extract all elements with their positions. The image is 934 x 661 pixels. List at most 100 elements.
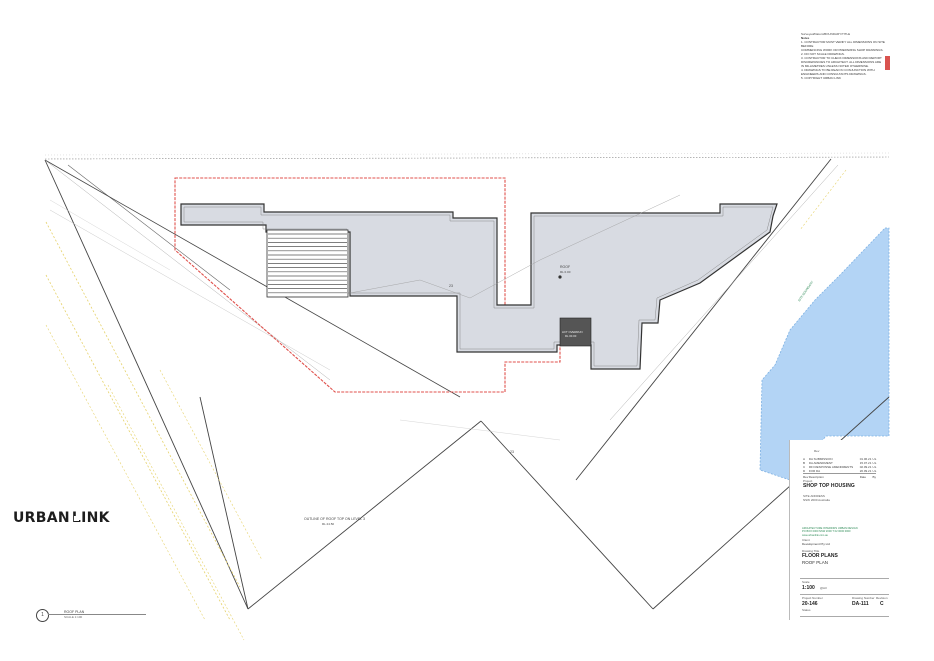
view-underline xyxy=(48,614,146,615)
note-line: 2. DO NOT SCALE DRAWINGS. xyxy=(801,52,845,56)
lift-overrun-label: LIFT OVERRUN xyxy=(562,330,583,334)
boundary-line-left-inner xyxy=(199,396,249,610)
dimension-label: 23 xyxy=(449,284,453,288)
note-line: 3. CONTRACTOR TO CHECK DIMENSIONS AND RE… xyxy=(801,56,882,60)
rev-code: B xyxy=(803,461,806,465)
rev-desc: DA SUBMISSION xyxy=(808,457,833,461)
rev-by: UL xyxy=(872,461,877,465)
lift-overrun-rl: RL 00.00 xyxy=(565,334,577,338)
rev-date: 01.06.21 xyxy=(859,457,872,461)
roof-footprint xyxy=(180,203,778,370)
col-by: By xyxy=(872,474,877,479)
drawing-subtitle: ROOF PLAN xyxy=(802,560,829,565)
boundary-line-mid-right xyxy=(480,420,654,610)
col-desc: Description xyxy=(808,474,824,479)
boundary-line-right xyxy=(652,396,890,610)
roof-label: ROOF xyxy=(560,265,571,269)
logo-text-left: URBAN xyxy=(13,510,70,526)
rev-code: A xyxy=(803,457,806,461)
firm-line: PO BOX 0000 NSW 2000 T 02 0000 0000 xyxy=(802,530,851,534)
rev-date: 20.09.21 xyxy=(859,469,872,473)
project-number-caption: Project Number xyxy=(802,596,823,600)
rev-date: 15.07.21 xyxy=(859,461,872,465)
rev-code: C xyxy=(803,465,806,469)
scale-size: @A3 xyxy=(820,586,827,590)
grid-line-2 xyxy=(49,199,171,271)
notes-header: Surveyed/Datum/BOUNDARY/TITLE xyxy=(801,32,851,36)
drawing-number-caption: Drawing Number xyxy=(852,596,875,600)
general-notes: Surveyed/Datum/BOUNDARY/TITLE Notes 1. C… xyxy=(801,32,891,80)
grid-line-1 xyxy=(49,209,331,371)
rev-desc: FOR DA xyxy=(808,469,821,473)
client-caption: Client xyxy=(802,538,810,542)
view-number-circle: 1 xyxy=(36,609,49,622)
rev-by: UL xyxy=(872,469,877,473)
roof-point-marker xyxy=(558,275,562,279)
setback-line-6 xyxy=(799,169,847,231)
level3-roof-outline xyxy=(174,177,561,393)
notes-stamp xyxy=(885,56,890,70)
rev-by: UL xyxy=(872,465,877,469)
revision-columns: Rev Description Date By xyxy=(803,473,877,479)
revision-value: C xyxy=(880,601,884,607)
title-block-divider xyxy=(800,578,889,579)
water-region xyxy=(759,227,890,481)
site-address-2: NSW 2000 Australia xyxy=(803,498,830,502)
col-date: Date xyxy=(859,474,867,479)
stair-hatch xyxy=(266,229,349,298)
outline-note-rl: RL 24.50 xyxy=(322,522,335,526)
drawing-title: FLOOR PLANS xyxy=(802,553,838,559)
client-name: Development Pty Ltd xyxy=(802,542,830,546)
col-rev: Rev xyxy=(803,474,809,479)
firm-line: ARCHITECTURE INTERIORS URBAN DESIGN xyxy=(802,527,858,530)
note-line: IN MILLIMETRES UNLESS NOTED OTHERWISE. xyxy=(801,64,869,68)
note-line: 1. CONTRACTOR MUST VERIFY ALL DIMENSIONS… xyxy=(801,40,885,48)
setback-line-1 xyxy=(45,221,241,588)
rev-desc: RFI RESPONSE AMENDMENTS xyxy=(808,465,854,469)
setback-line-4 xyxy=(107,384,245,641)
dimension-label: 23 xyxy=(510,450,514,454)
lift-overrun-block xyxy=(559,317,592,347)
revision-row: D FOR DA 20.09.21 UL xyxy=(803,469,876,473)
view-name: ROOF PLAN xyxy=(64,610,85,614)
view-scale: SCALE 1:100 xyxy=(64,615,83,619)
note-line: ENGINEERS AND CONSULTANTS DRAWINGS. xyxy=(801,72,867,76)
revision-row: C RFI RESPONSE AMENDMENTS 02.09.21 UL xyxy=(803,465,876,469)
project-name: SHOP TOP HOUSING xyxy=(803,483,855,489)
setback-line-2 xyxy=(45,274,231,621)
boundary-line-upper-left-diag xyxy=(44,159,331,381)
rev-by: UL xyxy=(872,457,877,461)
boundary-line-mid-left xyxy=(247,420,482,610)
revision-row: A DA SUBMISSION 01.06.21 UL xyxy=(803,457,876,461)
firm-line: www.urbanlink.com.au xyxy=(802,533,828,537)
firm-details: ARCHITECTURE INTERIORS URBAN DESIGN PO B… xyxy=(802,527,858,537)
site-address: SITE ADDRESS xyxy=(803,494,825,498)
drawing-number: DA-111 xyxy=(852,601,869,607)
urban-link-logo: URBAN LINK xyxy=(13,510,109,526)
note-line: 4. DRAWINGS TO BE READ IN CONJUNCTION WI… xyxy=(801,68,875,72)
note-line: 5. COPYRIGHT URBAN LINK xyxy=(801,76,841,80)
project-caption: Project xyxy=(803,479,813,483)
note-line: COMMENCING WORK OR PREPARING SHOP DRAWIN… xyxy=(801,48,884,52)
setback-line-3 xyxy=(45,324,206,621)
boundary-line-top-right xyxy=(575,158,832,481)
drawing-title-caption: Drawing Title xyxy=(802,549,820,553)
note-line: DISCREPANCIES TO ARCHITECT. ALL DIMENSIO… xyxy=(801,60,882,64)
setback-line-5 xyxy=(159,369,263,561)
notes-title: Notes xyxy=(801,36,810,40)
scale-value: 1:100 xyxy=(802,585,815,591)
rev-date: 02.09.21 xyxy=(859,465,872,469)
roof-rl-label: RL 0.00 xyxy=(560,270,571,274)
rev-code: D xyxy=(803,469,806,473)
top-boundary-line xyxy=(44,156,890,160)
boundary-line-left-mid xyxy=(44,159,461,398)
outline-note-label: OUTLINE OF ROOF TOP ON LEVEL 3 xyxy=(304,517,365,521)
revision-row: B DA AMENDMENT 15.07.21 UL xyxy=(803,461,876,465)
title-block-divider xyxy=(800,594,889,595)
roof-grade-line xyxy=(349,194,681,299)
revision-caption: Revision xyxy=(876,596,888,600)
boundary-line-thin-top-right xyxy=(609,164,839,421)
project-number: 20-146 xyxy=(802,601,818,607)
top-boundary-line-2 xyxy=(44,152,890,156)
